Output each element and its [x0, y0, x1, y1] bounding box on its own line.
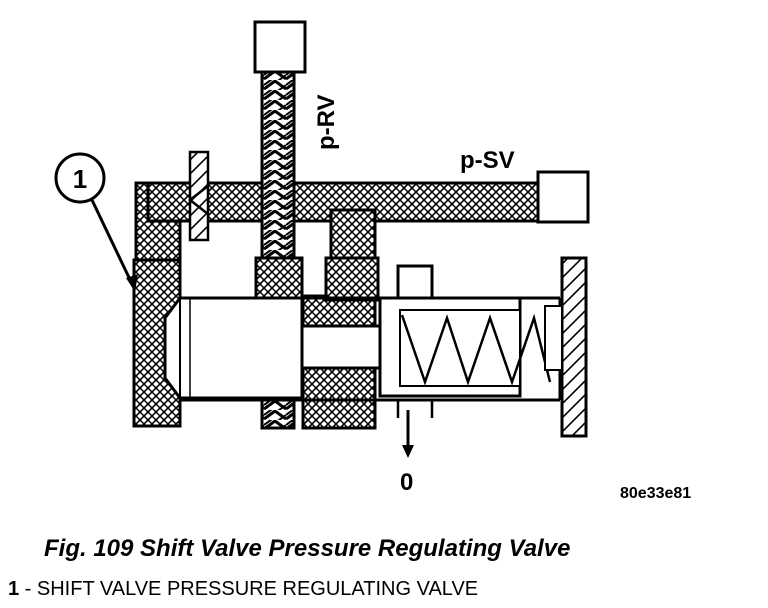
- figure-code: 80e33e81: [620, 485, 691, 502]
- rv-pressure-port: [253, 20, 307, 74]
- end-plug: [544, 256, 588, 438]
- label-p-sv: p-SV: [460, 147, 515, 174]
- callout-number: 1: [73, 164, 87, 194]
- spring: [400, 313, 552, 386]
- label-p-rv: p-RV: [313, 94, 340, 150]
- orifice-plug: [187, 150, 210, 242]
- legend-text: - SHIFT VALVE PRESSURE REGULATING VALVE: [19, 578, 479, 600]
- callout-1: 1: [54, 152, 138, 292]
- figure-caption: Fig. 109 Shift Valve Pressure Regulating…: [44, 535, 571, 562]
- sv-pressure-port: [536, 170, 590, 224]
- valve-spool: [163, 296, 522, 400]
- valve-diagram: 1 p-RV p-SV 0 80e33e81: [54, 20, 691, 502]
- label-exhaust-zero: 0: [400, 469, 413, 496]
- spring-vent-port: [396, 264, 434, 300]
- legend-item: 1 - SHIFT VALVE PRESSURE REGULATING VALV…: [8, 578, 478, 601]
- exhaust-port: [396, 400, 434, 458]
- legend-number: 1: [8, 578, 20, 600]
